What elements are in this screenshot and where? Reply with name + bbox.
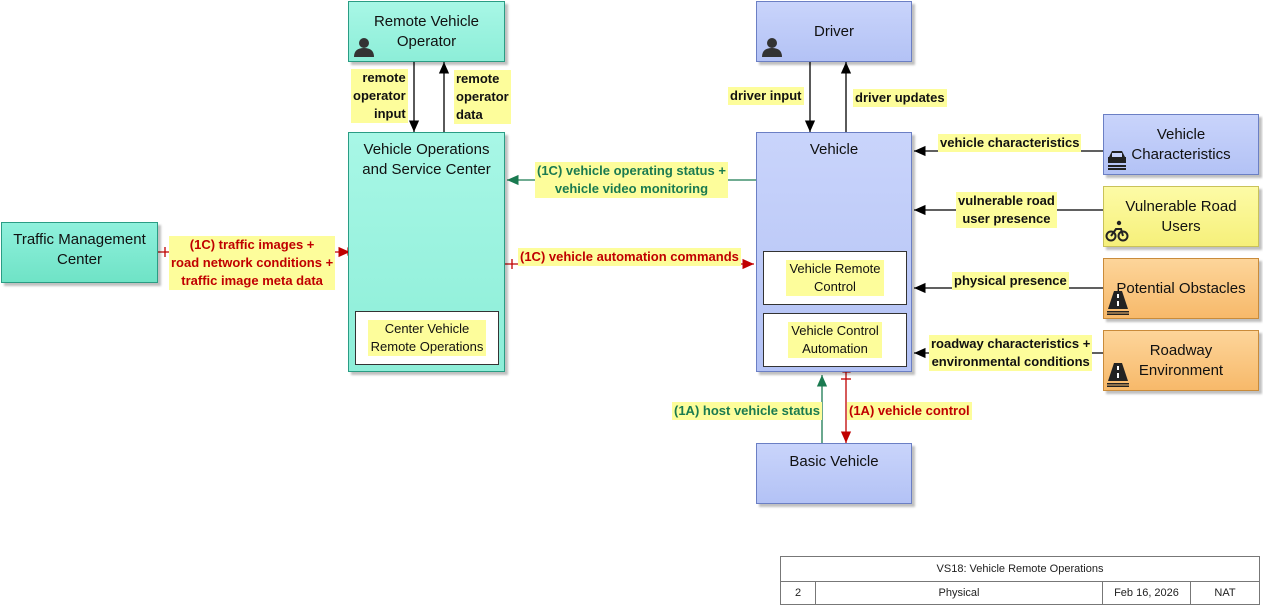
vehicle-control-label: (1A) vehicle control [847,402,972,420]
vehicle-remote-control-label: Vehicle Remote Control [786,260,884,296]
vehicle-characteristics-flow-label: vehicle characteristics [938,134,1082,152]
roadway-environment-node[interactable]: Roadway Environment [1103,330,1259,391]
traffic-management-center-node[interactable]: Traffic Management Center [1,222,158,283]
center-vehicle-remote-operations-label: Center Vehicle Remote Operations [367,320,487,356]
person-icon [762,38,782,57]
road-icon [1107,291,1129,315]
driver-node[interactable]: Driver [756,1,912,62]
person-icon [354,38,374,57]
vehicle-characteristics-label: Vehicle Characteristics [1131,126,1231,163]
vehicle-control-automation-box[interactable]: Vehicle Control Automation [763,313,907,367]
traffic-images-label: (1C) traffic images + road network condi… [169,236,336,290]
driver-input-label: driver input [728,87,804,105]
potential-obstacles-label: Potential Obstacles [1116,280,1246,297]
traffic-management-center-label: Traffic Management Center [13,231,146,268]
driver-updates-label: driver updates [853,89,947,107]
vulnerable-road-users-label: Vulnerable Road Users [1125,198,1237,235]
car-icon [1108,151,1126,170]
driver-label: Driver [814,23,854,40]
vehicle-label: Vehicle [809,141,859,158]
vehicle-automation-commands-label: (1C) vehicle automation commands [518,248,741,266]
vehicle-operations-service-center-node[interactable]: Vehicle Operations and Service Center Ce… [348,132,505,372]
vehicle-characteristics-node[interactable]: Vehicle Characteristics [1103,114,1259,175]
roadway-environment-label: Roadway Environment [1138,342,1224,379]
vehicle-node[interactable]: Vehicle Vehicle Remote Control Vehicle C… [756,132,912,372]
vulnerable-road-users-node[interactable]: Vulnerable Road Users [1103,186,1259,247]
basic-vehicle-label: Basic Vehicle [789,453,879,470]
diagram-date: Feb 16, 2026 [1103,581,1191,605]
remote-operator-data-label: remote operator data [454,70,511,124]
physical-presence-label: physical presence [952,272,1069,290]
center-vehicle-remote-operations-box[interactable]: Center Vehicle Remote Operations [355,311,499,365]
remote-vehicle-operator-label: Remote Vehicle Operator [373,13,480,50]
vehicle-control-automation-label: Vehicle Control Automation [788,322,882,358]
roadway-characteristics-label: roadway characteristics + environmental … [929,335,1093,371]
vulnerable-presence-label: vulnerable road user presence [956,192,1057,228]
title-block: VS18: Vehicle Remote Operations 2 Physic… [780,556,1260,605]
diagram-title: VS18: Vehicle Remote Operations [781,557,1259,582]
view-name: Physical [816,581,1103,605]
basic-vehicle-node[interactable]: Basic Vehicle [756,443,912,504]
vehicle-operations-service-center-label: Vehicle Operations and Service Center [362,141,491,178]
host-vehicle-status-label: (1A) host vehicle status [672,402,822,420]
vehicle-operating-status-label: (1C) vehicle operating status + vehicle … [535,162,728,198]
organization: NAT [1214,587,1236,599]
vehicle-remote-control-box[interactable]: Vehicle Remote Control [763,251,907,305]
remote-operator-input-label: remote operator input [351,69,408,123]
page-number: 2 [781,581,816,605]
cyclist-icon [1105,220,1129,242]
remote-vehicle-operator-node[interactable]: Remote Vehicle Operator [348,1,505,62]
potential-obstacles-node[interactable]: Potential Obstacles [1103,258,1259,319]
road-icon [1107,363,1129,387]
